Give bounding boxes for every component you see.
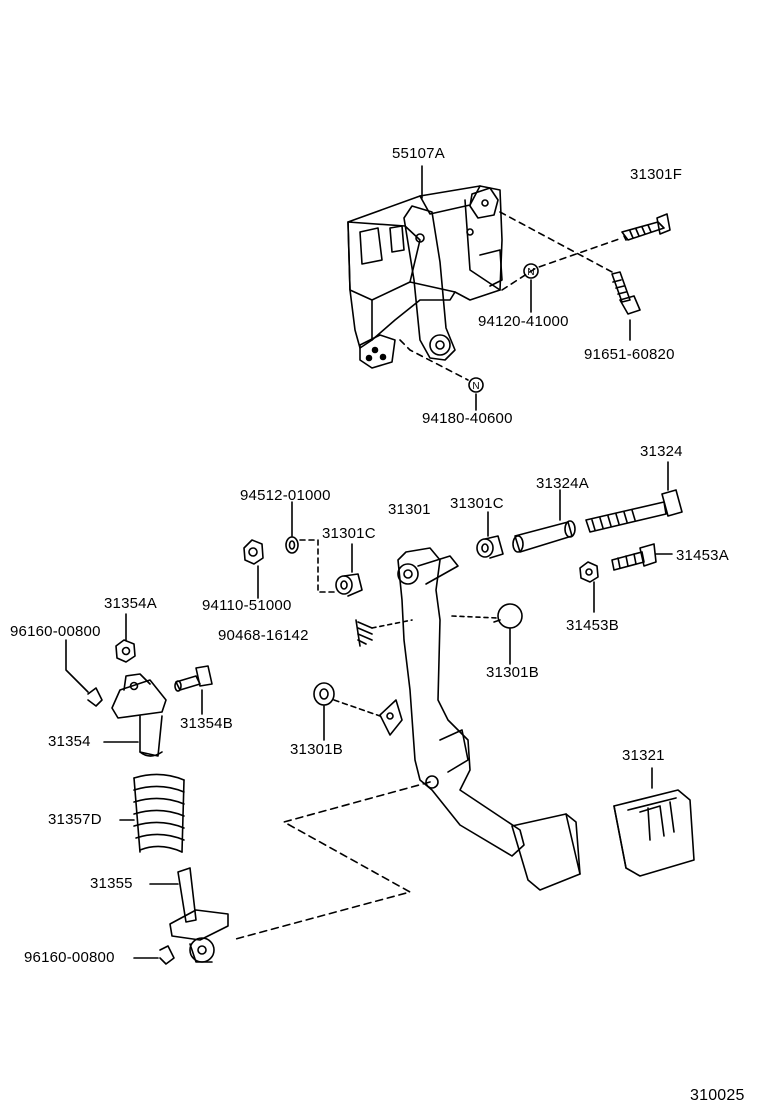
- label-31324a: 31324A: [536, 475, 589, 492]
- nut-94110-drawing: [243, 539, 264, 565]
- nut-31453b-drawing: [579, 561, 599, 583]
- label-31354: 31354: [48, 733, 91, 750]
- label-31354b: 31354B: [180, 715, 233, 732]
- label-31301b-upper: 31301B: [486, 664, 539, 681]
- pedal-pad-cover-31321-drawing: [613, 789, 695, 877]
- label-31301: 31301: [388, 501, 431, 518]
- label-96160-00800-upper: 96160-00800: [10, 623, 101, 640]
- stopper-31301b-lower-drawing: [313, 682, 335, 706]
- label-31355: 31355: [90, 875, 133, 892]
- label-94120-41000: 94120-41000: [478, 313, 569, 330]
- rod-31355-drawing: [169, 867, 229, 963]
- bolt-31301f-drawing: [621, 213, 671, 241]
- nut-marker-94180: N: [468, 377, 484, 393]
- label-55107a: 55107A: [392, 145, 445, 162]
- label-31321: 31321: [622, 747, 665, 764]
- label-94512-01000: 94512-01000: [240, 487, 331, 504]
- pin-31354b-drawing: [174, 665, 213, 692]
- label-31354a: 31354A: [104, 595, 157, 612]
- bushing-31301c-left-drawing: [335, 573, 363, 597]
- label-31453b: 31453B: [566, 617, 619, 634]
- label-31301b-lower: 31301B: [290, 741, 343, 758]
- pedal-pad-drawing: [511, 813, 581, 891]
- diagram-code: 310025: [690, 1087, 745, 1104]
- label-31301c-right: 31301C: [450, 495, 504, 512]
- label-94180-40600: 94180-40600: [422, 410, 513, 427]
- bushing-31301c-right-drawing: [476, 535, 504, 559]
- label-90468-16142: 90468-16142: [218, 627, 309, 644]
- label-94110-51000: 94110-51000: [202, 597, 292, 614]
- svg-text:N: N: [527, 267, 534, 278]
- label-31301f: 31301F: [630, 166, 683, 183]
- svg-text:N: N: [472, 381, 479, 392]
- clip-96160-lower-drawing: [159, 945, 175, 965]
- nut-marker-94120: N: [523, 263, 539, 279]
- bolt-91651-drawing: [611, 271, 641, 315]
- label-31301c-left: 31301C: [322, 525, 376, 542]
- brake-pedal-arm-31301: [379, 547, 525, 857]
- pedal-bracket-55107a: [347, 185, 503, 369]
- washer-94512-drawing: [285, 536, 299, 554]
- clevis-31354-drawing: [111, 673, 167, 757]
- label-31357d: 31357D: [48, 811, 102, 828]
- bolt-31324-drawing: [585, 489, 683, 533]
- nut-31354a-drawing: [115, 639, 136, 663]
- spring-31357d-drawing: [133, 773, 185, 853]
- clip-96160-upper-drawing: [87, 687, 103, 707]
- collar-31324a-drawing: [512, 520, 576, 553]
- clip-90468-drawing: [355, 619, 373, 647]
- label-31453a: 31453A: [676, 547, 729, 564]
- label-31324: 31324: [640, 443, 683, 460]
- stopper-31301b-upper-drawing: [493, 603, 523, 629]
- label-96160-00800-lower: 96160-00800: [24, 949, 115, 966]
- label-91651-60820: 91651-60820: [584, 346, 675, 363]
- bolt-31453a-drawing: [611, 543, 657, 571]
